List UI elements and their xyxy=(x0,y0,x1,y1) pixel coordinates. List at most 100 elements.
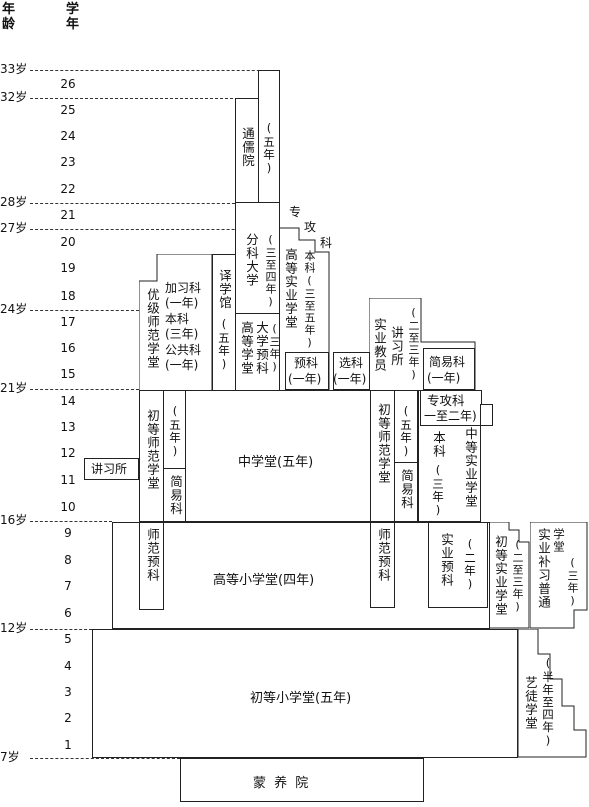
shiye-yuke-box: 实业预科 (二年) xyxy=(428,522,488,608)
gaodeng-xuetang-box: 高等学堂 大学预科 (三年) xyxy=(235,313,281,391)
chuji-shifan2-years: (五年) xyxy=(399,404,413,459)
xuanke-label: 选科 xyxy=(339,356,364,370)
zhuangongke-char2: 攻 xyxy=(304,220,317,234)
fenke-daxue-years: (三至四年) xyxy=(264,233,277,309)
yixueguan-label: 译学馆 xyxy=(217,269,232,310)
year-number: 1 xyxy=(64,738,72,752)
year-number: 24 xyxy=(60,129,76,143)
tongruyuan-side-box: (五年) xyxy=(258,70,280,203)
zhongdeng-benke-label: 本科 xyxy=(431,431,446,458)
year-number: 14 xyxy=(60,394,76,408)
gaodeng-xiaoxue-label: 高等小学堂(四年) xyxy=(213,573,315,588)
youji-shifan-label: 优级师范学堂 xyxy=(145,288,160,369)
shifan-yuke2-box: 师范预科 xyxy=(370,522,395,608)
year-number: 18 xyxy=(60,289,76,303)
benke-years: (三年) xyxy=(165,327,199,341)
chudeng-shiye-years: (二至三年) xyxy=(511,538,524,614)
year-header: 学年 xyxy=(66,2,80,32)
jianyike2-box: 简易科 (一年) xyxy=(423,348,475,390)
chudeng-shiye-outline xyxy=(489,522,530,629)
yuke-box: 预科 (一年) xyxy=(285,352,329,390)
gaodeng-xuetang-label: 高等学堂 xyxy=(239,321,254,375)
year-number: 26 xyxy=(60,77,76,91)
age-dashed-line xyxy=(30,98,258,99)
mengyangyuan-box: 蒙 养 院 xyxy=(180,758,424,802)
zhongxuetang-box: 中学堂(五年) xyxy=(185,390,371,522)
zhuangongke2-label: 专攻科 xyxy=(427,393,465,408)
age-mark: 27岁 xyxy=(0,221,28,235)
tongruyuan-label: 通儒院 xyxy=(240,127,255,168)
shiye-buxi-years: (三年) xyxy=(566,556,579,608)
age-dashed-line xyxy=(30,521,112,522)
zhongxuetang-label: 中学堂(五年) xyxy=(238,455,314,470)
age-mark: 28岁 xyxy=(0,195,28,209)
shiye-jiaoyuan-jiangxisuo: 讲习所 xyxy=(389,326,404,367)
age-header: 年龄 xyxy=(2,2,16,32)
age-mark: 32岁 xyxy=(0,90,28,104)
jiaxike-years: (一年) xyxy=(165,296,199,310)
year-number: 9 xyxy=(64,526,72,540)
jiangxisuo-label: 讲习所 xyxy=(91,462,128,476)
year-number: 23 xyxy=(60,155,76,169)
zhuangongke-char3: 科 xyxy=(320,236,333,250)
zhongdeng-benke-years: (三年) xyxy=(431,463,445,518)
age-dashed-line xyxy=(30,229,280,230)
mengyangyuan-label: 蒙 养 院 xyxy=(253,776,311,791)
daxue-yuke-label: 大学预科 xyxy=(254,321,269,375)
chuji-shifan-box: 初等师范学堂 xyxy=(139,390,164,522)
year-number: 4 xyxy=(64,659,72,673)
age-mark: 7岁 xyxy=(0,750,20,764)
age-dashed-line xyxy=(30,629,92,630)
year-number: 22 xyxy=(60,182,76,196)
chuji-shifan-label: 初等师范学堂 xyxy=(145,409,160,490)
year-number: 7 xyxy=(64,579,72,593)
jianyike-box: 简易科 xyxy=(163,468,186,522)
shiye-jiaoyuan-years: (二至三年) xyxy=(407,306,420,382)
shiye-buxi-tang: 学堂 xyxy=(552,528,566,553)
chudeng-xiaoxue-label: 初等小学堂(五年) xyxy=(250,691,352,706)
tongruyuan-box: 通儒院 xyxy=(235,98,259,203)
gonggongke-label: 公共科 xyxy=(165,343,202,357)
shifan-yuke2-label: 师范预科 xyxy=(376,528,391,582)
shiye-buxi-outline xyxy=(530,522,588,629)
zhuangongke2-tab xyxy=(480,404,493,426)
age-mark: 16岁 xyxy=(0,513,28,527)
age-dashed-line xyxy=(30,70,280,71)
year-number: 17 xyxy=(60,315,76,329)
yitu-years-label: (半年至四年) xyxy=(541,656,555,749)
jianyike2-years: (一年) xyxy=(427,371,461,385)
chudeng-xiaoxue-box: 初等小学堂(五年) xyxy=(92,629,518,758)
yuke-label: 预科 xyxy=(294,356,319,370)
year-number: 12 xyxy=(60,446,76,460)
fenke-daxue-label: 分科大学 xyxy=(244,233,259,287)
year-number: 2 xyxy=(64,711,72,725)
age-mark: 21岁 xyxy=(0,381,28,395)
gaodeng-xuetang-years: (三年) xyxy=(268,322,281,374)
year-number: 11 xyxy=(60,473,76,487)
jianyike3-box: 简易科 xyxy=(394,462,418,522)
year-number: 20 xyxy=(60,235,76,249)
jianyike3-label: 简易科 xyxy=(399,469,414,510)
yitu-xuetang-label: 艺徒学堂 xyxy=(523,676,538,730)
age-dashed-line xyxy=(30,389,139,390)
chuji-shifan2-label: 初等师范学堂 xyxy=(376,403,391,484)
age-dashed-line xyxy=(30,758,180,759)
year-number: 3 xyxy=(64,685,72,699)
shiye-buxi-label: 实业补习普通 xyxy=(536,528,551,609)
yitu-xuetang-outline xyxy=(518,629,587,758)
zhuangongke2-box: 专攻科 一至二年) xyxy=(420,390,482,426)
gaodeng-shiye-outline xyxy=(279,227,330,390)
gaodeng-shiye-label: 高等实业学堂 xyxy=(283,248,298,329)
gonggongke-years: (一年) xyxy=(165,358,199,372)
shiye-yuke-years: (二年) xyxy=(463,537,477,592)
chuji-shifan-years: (五年) xyxy=(168,404,182,459)
year-number: 15 xyxy=(60,367,76,381)
shifan-yuke-box: 师范预科 xyxy=(139,522,164,610)
jianyike-label: 简易科 xyxy=(168,475,183,516)
jiaxike-label: 加习科 xyxy=(165,281,202,295)
age-dashed-line xyxy=(30,203,235,204)
yixueguan-box: 译学馆 (五年) xyxy=(212,254,236,391)
xuanke-box: 选科 (一年) xyxy=(333,352,370,390)
shiye-yuke-label: 实业预科 xyxy=(439,533,454,587)
gaodeng-xiaoxue-box: 高等小学堂(四年) xyxy=(112,522,490,629)
